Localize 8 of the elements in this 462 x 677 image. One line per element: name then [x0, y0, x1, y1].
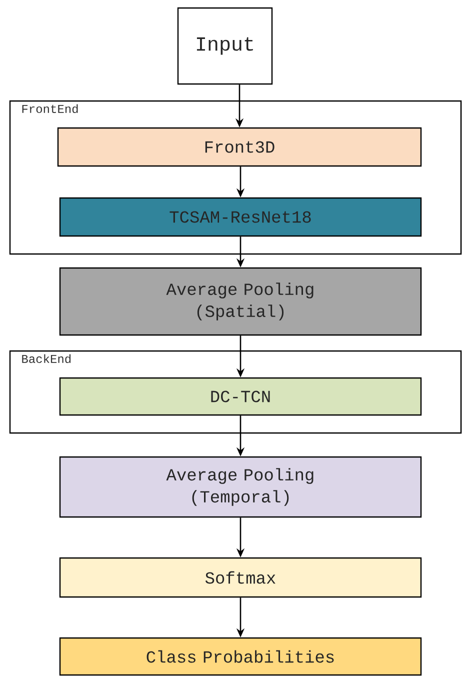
process-box: Average Pooling (Spatial) [59, 267, 422, 336]
process-box: Softmax [59, 557, 422, 598]
process-box: Average Pooling (Temporal) [59, 456, 422, 518]
process-box: TCSAM-ResNet18 [59, 197, 422, 237]
process-box: Front3D [57, 127, 422, 167]
process-box: DC-TCN [59, 377, 422, 416]
input-box: Input [177, 7, 273, 85]
process-box: Class Probabilities [59, 637, 422, 676]
